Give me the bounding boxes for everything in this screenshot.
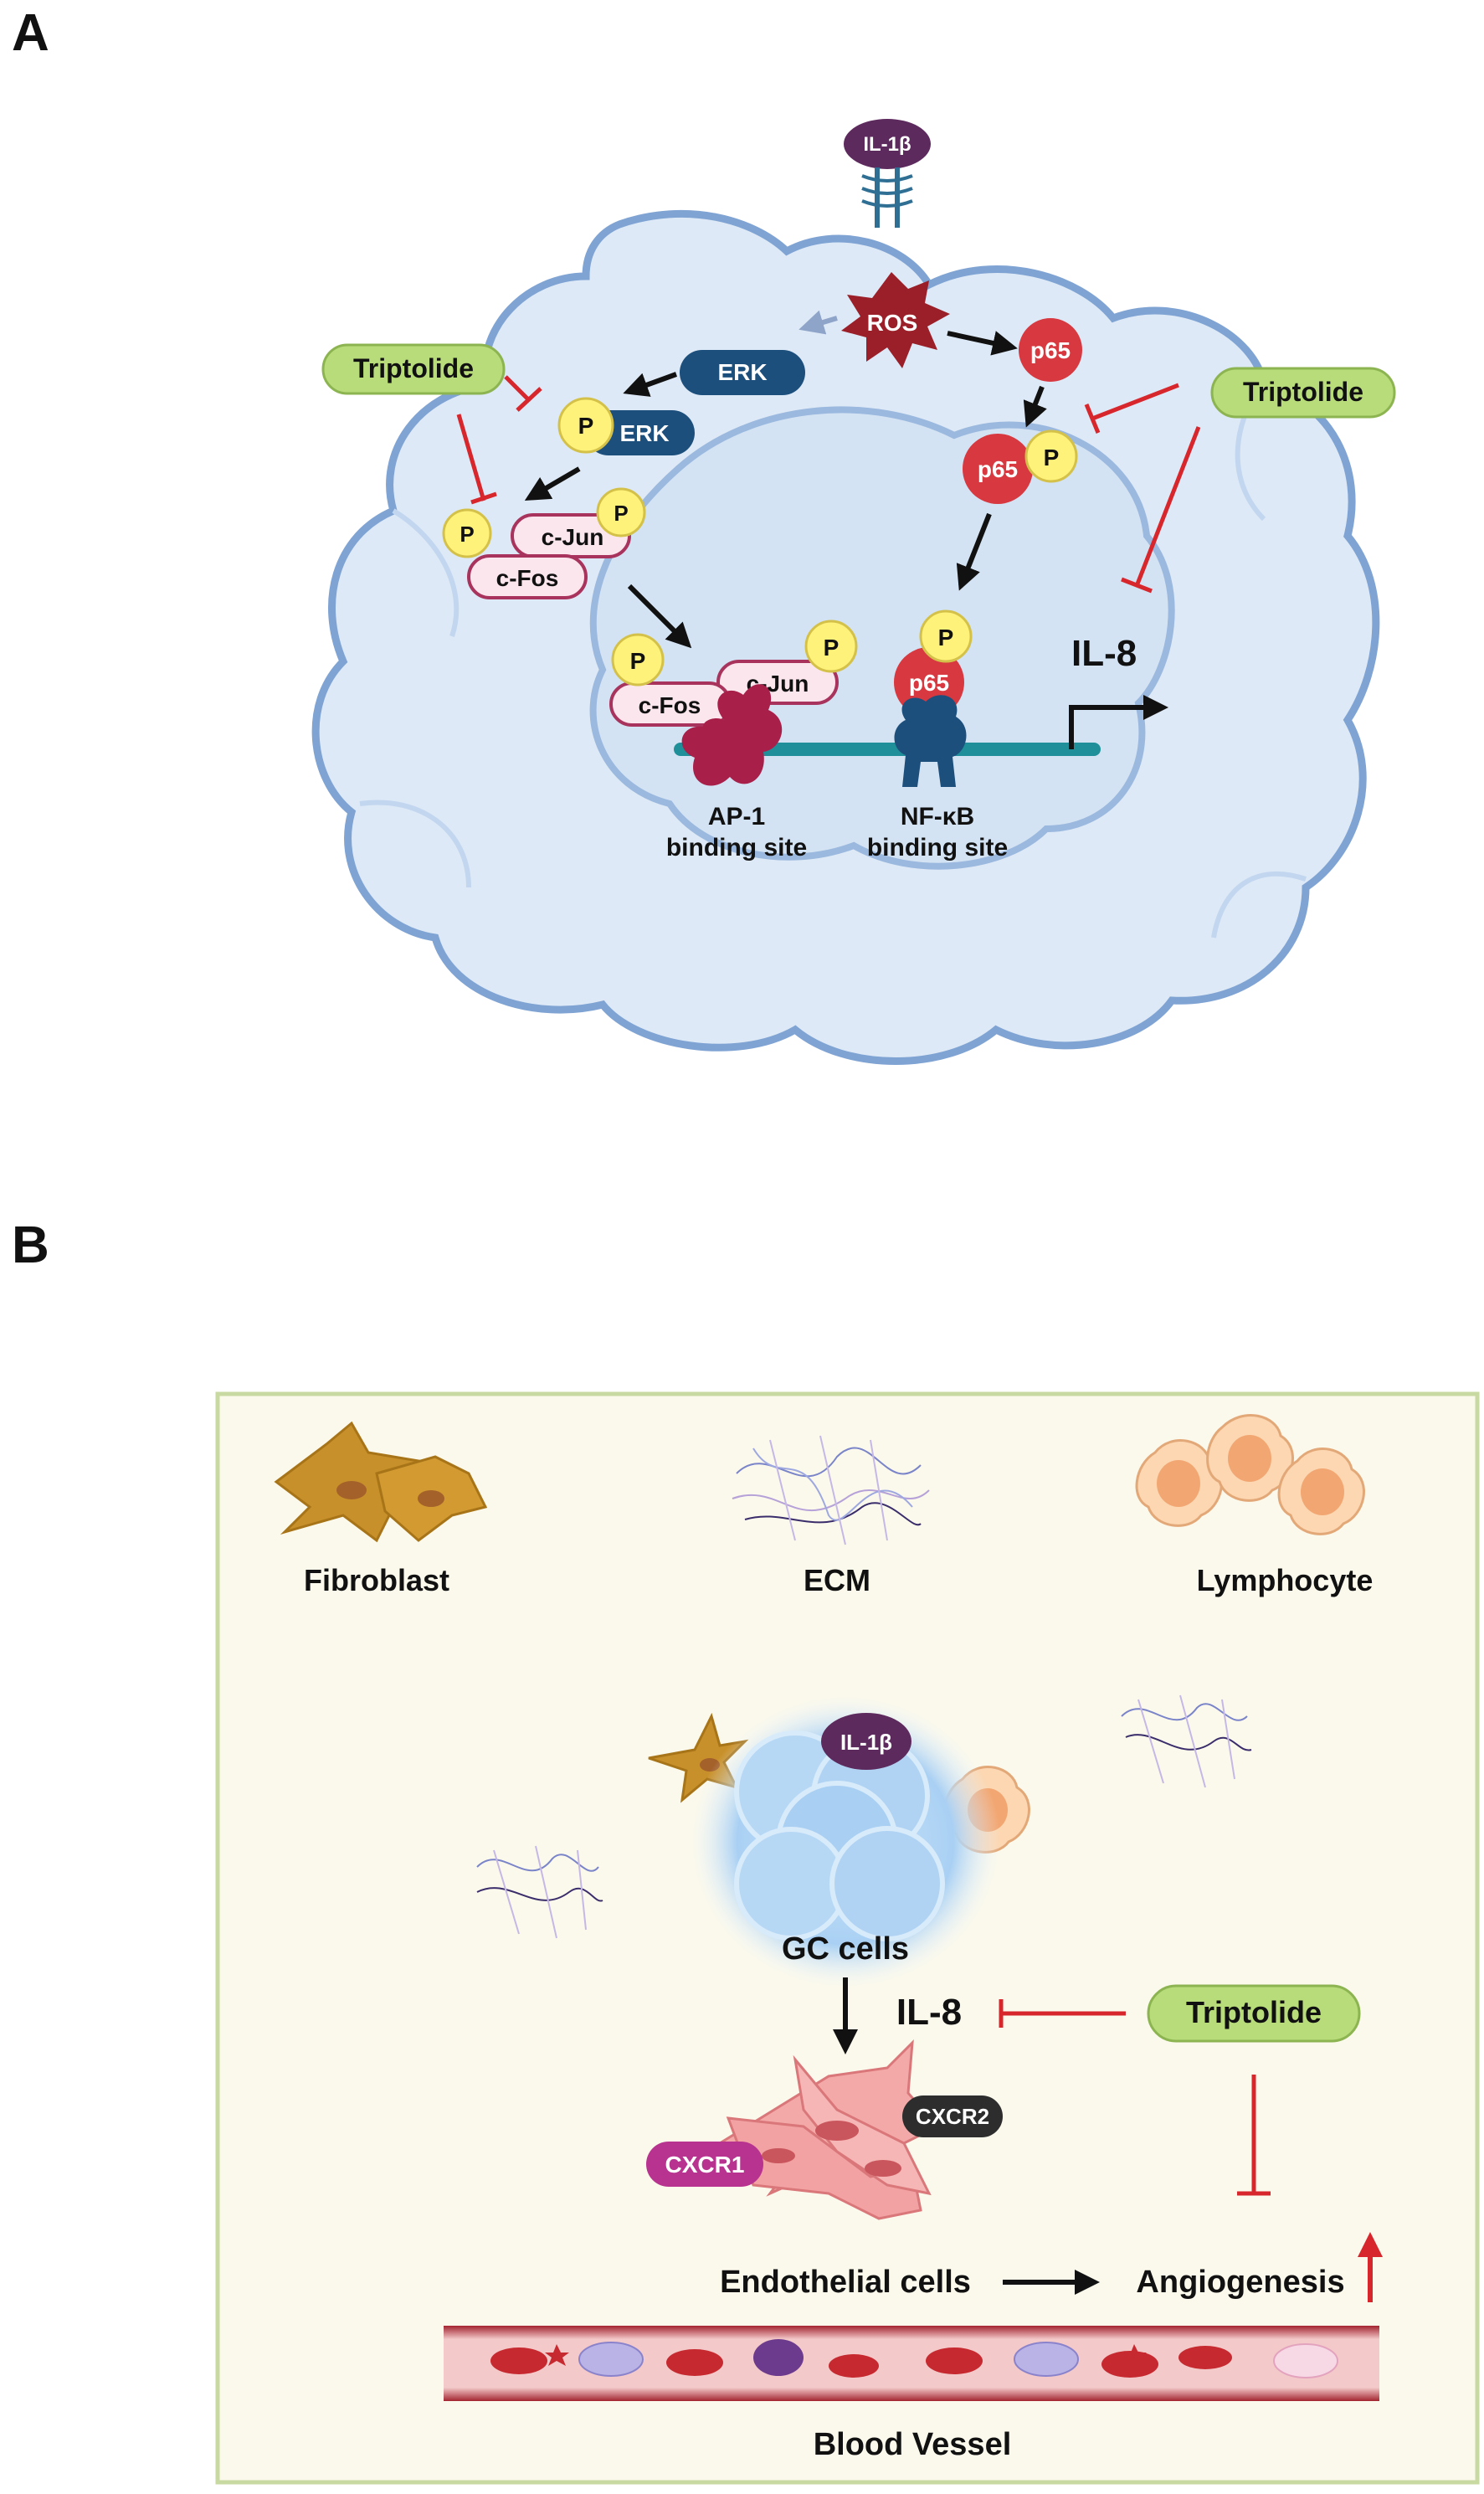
ap1-site-label-line2: binding site: [666, 834, 807, 861]
il8-gene-label: IL-8: [1071, 633, 1137, 674]
il1b-label: IL-1β: [863, 133, 911, 156]
phospho-p65: p65 P: [963, 429, 1078, 504]
il1b-label: IL-1β: [840, 1730, 892, 1755]
c-fos-label: c-Fos: [639, 692, 701, 718]
p65-label: p65: [1030, 337, 1071, 363]
erk: ERK: [680, 350, 805, 395]
phospho-label: P: [578, 413, 594, 439]
c-fos-label: c-Fos: [496, 565, 559, 591]
phospho-label: P: [1044, 445, 1060, 471]
endothelial-cells: [716, 2039, 940, 2220]
inhibit-p65: [1084, 383, 1179, 434]
ecm-small-left: [476, 1845, 603, 1939]
fibroblast-label: Fibroblast: [304, 1563, 449, 1597]
triptolide-label: Triptolide: [1186, 1995, 1322, 2029]
cxcr2-receptor: CXCR2: [902, 2095, 1003, 2137]
arrow-ros-to-erk: [798, 310, 838, 335]
triptolide-left: Triptolide: [321, 343, 506, 395]
cxcr1-receptor: CXCR1: [646, 2142, 763, 2187]
blood-vessel: [444, 2326, 1379, 2401]
arrow-p65-to-nucleus: [956, 512, 992, 591]
phospho-label: P: [938, 625, 954, 650]
endothelial-label: Endothelial cells: [720, 2265, 971, 2300]
phospho-erk: ERK P: [557, 397, 695, 455]
triptolide-right: Triptolide: [1210, 367, 1396, 419]
arrow-perk-to-ap1: [524, 466, 581, 501]
phospho-label: P: [630, 648, 646, 674]
lymphocyte-label: Lymphocyte: [1197, 1563, 1374, 1597]
nfkb-binding-protein: [894, 695, 967, 787]
ros-label: ROS: [867, 310, 918, 336]
membrane-fold: [359, 800, 471, 888]
gc-cells-cluster: [691, 1695, 1000, 1988]
il1b-receptor: IL-1β: [844, 119, 931, 228]
triptolide-panel-b: Triptolide: [1147, 1984, 1361, 2043]
erk-label: ERK: [717, 359, 767, 385]
arrow-ap1-to-nucleus: [627, 584, 692, 649]
ros-burst: ROS: [841, 272, 950, 368]
dna-strand: IL-8: [674, 633, 1168, 756]
panel-b-letter: B: [12, 1216, 49, 1274]
inhibit-angiogenesis: [1237, 2075, 1271, 2196]
il1b-secreted: IL-1β: [821, 1713, 911, 1770]
p65-cytoplasm: p65: [1019, 318, 1082, 382]
panel-a-letter: A: [12, 4, 49, 62]
il8-label: IL-8: [896, 1992, 962, 2033]
nfkb-site-label-line1: NF-κB: [901, 803, 974, 830]
inhibit-il8: [1121, 426, 1201, 594]
triptolide-label: Triptolide: [1243, 377, 1363, 407]
perk-label: ERK: [619, 420, 669, 446]
cxcr1-label: CXCR1: [665, 2152, 745, 2178]
ap1-site-label-line1: AP-1: [708, 803, 765, 830]
lymphocyte-icon: [1135, 1414, 1365, 1535]
arrow-erk-to-perk: [623, 372, 678, 397]
phospho-label: P: [824, 635, 840, 661]
c-jun-label: c-Jun: [542, 524, 604, 550]
phospho-label: P: [614, 501, 628, 526]
inhibit-ap1: [456, 414, 497, 505]
ecm-label: ECM: [804, 1563, 870, 1597]
fibroblast-icon: [274, 1421, 488, 1543]
inhibit-erk: [504, 375, 542, 412]
cxcr2-label: CXCR2: [916, 2104, 989, 2129]
blood-vessel-label: Blood Vessel: [814, 2427, 1012, 2462]
angiogenesis-label: Angiogenesis: [1136, 2265, 1344, 2300]
p65-label: p65: [909, 670, 949, 696]
gc-cells-label: GC cells: [782, 1931, 909, 1967]
membrane-fold: [1211, 871, 1307, 938]
arrow-ros-to-p65: [947, 331, 1018, 356]
ap1-complex-cytoplasm: c-Jun c-Fos P P: [442, 487, 646, 599]
triptolide-label: Triptolide: [353, 353, 474, 383]
inhibit-il8-secretion: [999, 1999, 1126, 2028]
ecm-small-right: [1121, 1694, 1252, 1788]
ecm-icon: [732, 1435, 930, 1545]
phospho-label: P: [460, 522, 474, 547]
membrane-fold: [392, 508, 460, 637]
ap1-binding-protein: [681, 684, 783, 786]
arrow-p65-phospho: [1023, 385, 1047, 428]
nfkb-site-label-line2: binding site: [867, 834, 1008, 861]
p65-label: p65: [978, 456, 1018, 482]
